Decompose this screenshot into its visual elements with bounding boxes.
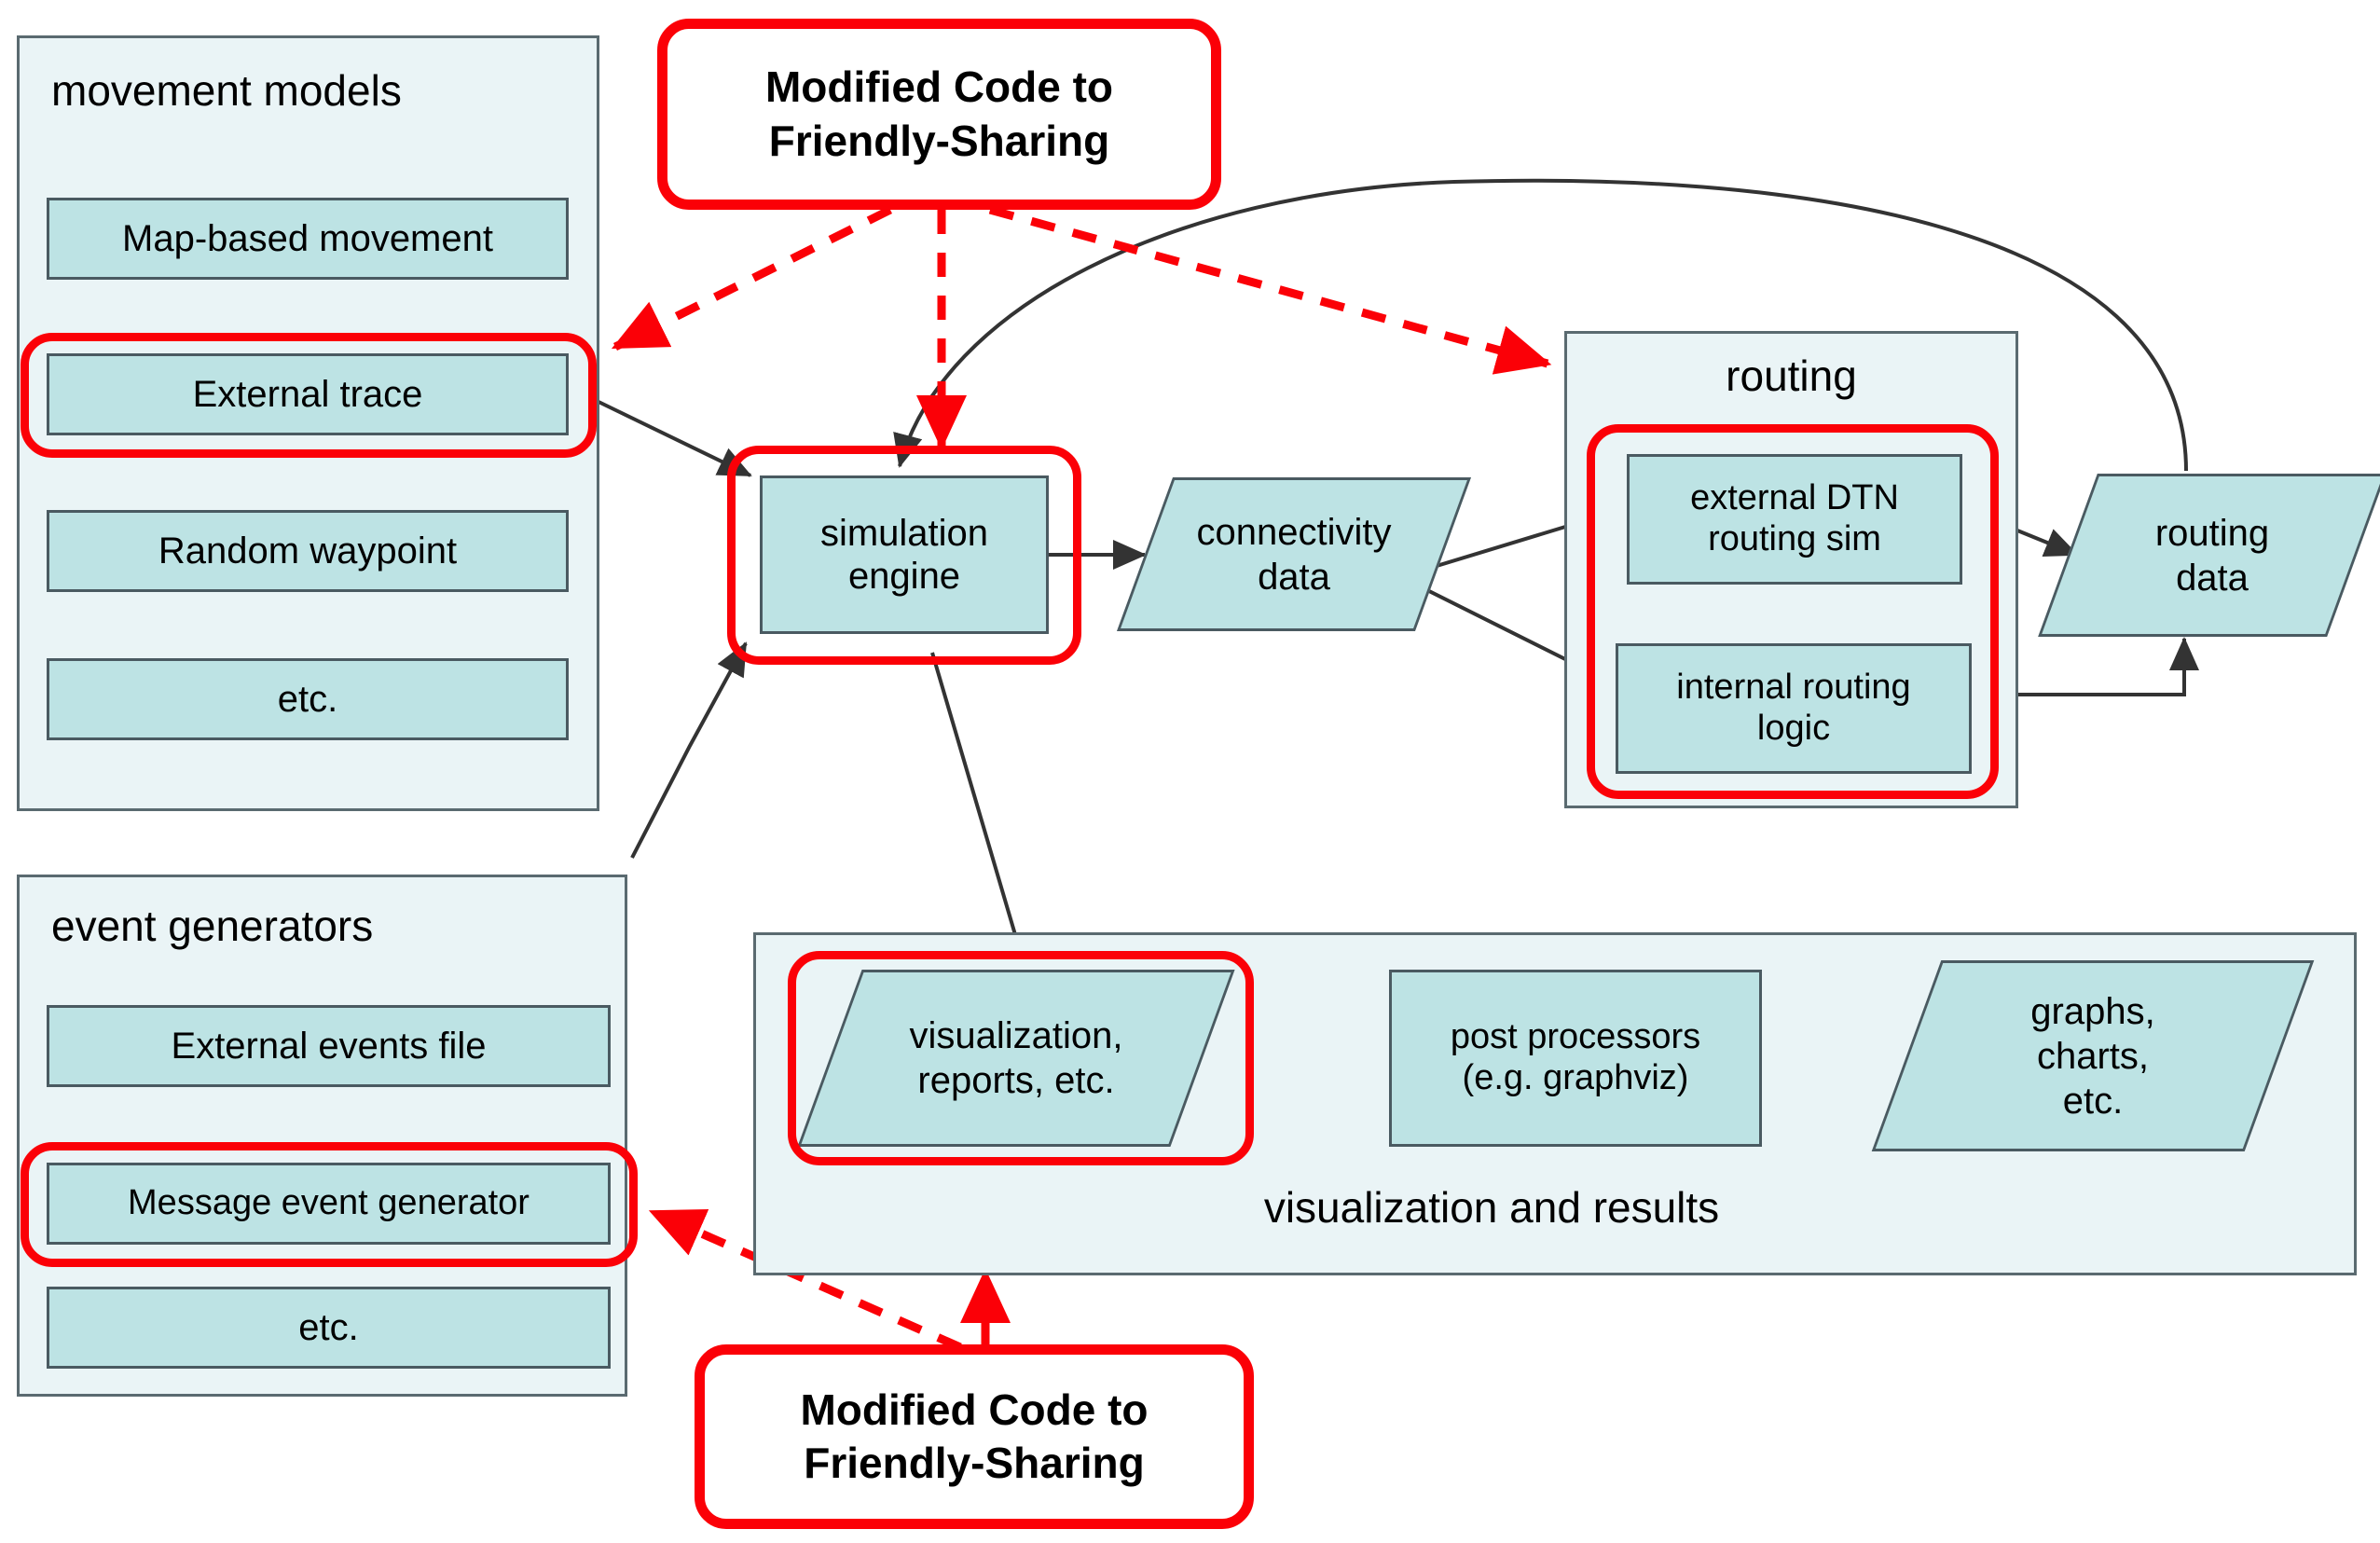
red-arrow-top-to-routing <box>988 205 1552 375</box>
node-message-event-generator[interactable]: Message event generator <box>47 1163 611 1245</box>
node-connectivity-data[interactable]: connectivity data <box>1116 477 1472 631</box>
node-simulation-engine[interactable]: simulation engine <box>760 475 1049 634</box>
arrow-external-trace-to-sim <box>596 399 752 477</box>
arrow-sim-to-visualization <box>930 652 1031 971</box>
node-random-waypoint[interactable]: Random waypoint <box>47 510 569 592</box>
node-event-etc[interactable]: etc. <box>47 1287 611 1369</box>
simulation-engine-line1: simulation <box>819 513 989 554</box>
callout-top-modified-code: Modified Code to Friendly-Sharing <box>657 19 1221 210</box>
node-post-processors[interactable]: post processors (e.g. graphviz) <box>1389 970 1762 1147</box>
node-routing-data[interactable]: routing data <box>2038 474 2380 637</box>
visualization-line2: reports, etc. <box>917 1060 1115 1101</box>
arrow-event-generators-to-sim <box>630 641 748 859</box>
node-visualization-reports[interactable]: visualization, reports, etc. <box>797 970 1235 1147</box>
callout-top-line1: Modified Code to <box>764 62 1114 111</box>
external-dtn-line1: external DTN <box>1690 478 1899 518</box>
internal-routing-line2: logic <box>1756 709 1831 748</box>
callout-bottom-line1: Modified Code to <box>800 1385 1149 1434</box>
node-movement-etc[interactable]: etc. <box>47 658 569 740</box>
post-processors-line1: post processors <box>1450 1017 1701 1057</box>
group-event-generators-title: event generators <box>51 902 374 950</box>
routing-data-line1: routing <box>2154 512 2270 554</box>
group-visualization-and-results-title: visualization and results <box>1263 1183 1720 1232</box>
graphs-line1: graphs, <box>2030 990 2155 1032</box>
red-arrow-top-to-external-trace <box>611 205 893 351</box>
callout-bottom-modified-code: Modified Code to Friendly-Sharing <box>695 1344 1254 1529</box>
visualization-line1: visualization, <box>909 1015 1123 1056</box>
internal-routing-line1: internal routing <box>1676 668 1911 708</box>
connectivity-data-line2: data <box>1258 556 1330 598</box>
external-dtn-line2: routing sim <box>1708 519 1881 558</box>
callout-top-line2: Friendly-Sharing <box>768 116 1110 165</box>
routing-data-line2: data <box>2176 557 2249 599</box>
node-external-trace[interactable]: External trace <box>47 353 569 435</box>
post-processors-line2: (e.g. graphviz) <box>1462 1058 1689 1097</box>
node-external-dtn-routing-sim[interactable]: external DTN routing sim <box>1627 454 1962 585</box>
graphs-line2: charts, <box>2036 1035 2150 1077</box>
group-routing-title: routing <box>1726 351 1857 400</box>
node-graphs-charts[interactable]: graphs, charts, etc. <box>1871 960 2315 1151</box>
graphs-line3: etc. <box>2062 1080 2124 1122</box>
group-movement-models-title: movement models <box>51 66 402 115</box>
callout-bottom-line2: Friendly-Sharing <box>804 1439 1145 1487</box>
simulation-engine-line2: engine <box>847 556 961 597</box>
node-map-based-movement[interactable]: Map-based movement <box>47 198 569 280</box>
node-external-events-file[interactable]: External events file <box>47 1005 611 1087</box>
node-internal-routing-logic[interactable]: internal routing logic <box>1616 643 1972 774</box>
connectivity-data-line1: connectivity <box>1196 511 1392 553</box>
